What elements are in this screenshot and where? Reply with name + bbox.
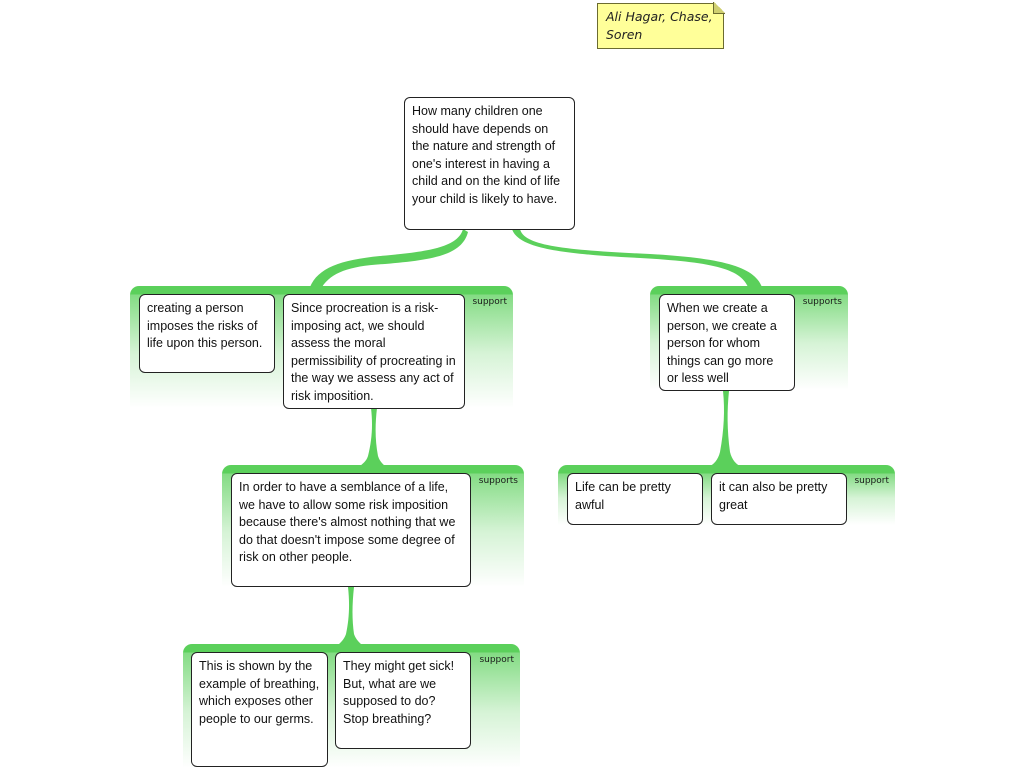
premise-procreation-risk[interactable]: Since procreation is a risk-imposing act… [283,294,465,409]
premise-life-awful[interactable]: Life can be pretty awful [567,473,703,525]
main-claim-box[interactable]: How many children one should have depend… [404,97,575,230]
group-label-right-lower: support [854,476,889,486]
group-label-right: supports [802,297,842,307]
premise-breathing-example[interactable]: This is shown by the example of breathin… [191,652,328,767]
premise-things-go-well[interactable]: When we create a person, we create a per… [659,294,795,391]
premise-semblance-of-life[interactable]: In order to have a semblance of a life, … [231,473,471,587]
premise-might-get-sick[interactable]: They might get sick! But, what are we su… [335,652,471,749]
authors-note[interactable]: Ali Hagar, Chase, Soren [597,3,724,49]
premise-create-person-risk[interactable]: creating a person imposes the risks of l… [139,294,275,373]
group-label-left: support [472,297,507,307]
premise-life-great[interactable]: it can also be pretty great [711,473,847,525]
note-fold-corner [713,2,725,14]
group-label-bottom: support [479,655,514,665]
group-label-middle: supports [478,476,518,486]
